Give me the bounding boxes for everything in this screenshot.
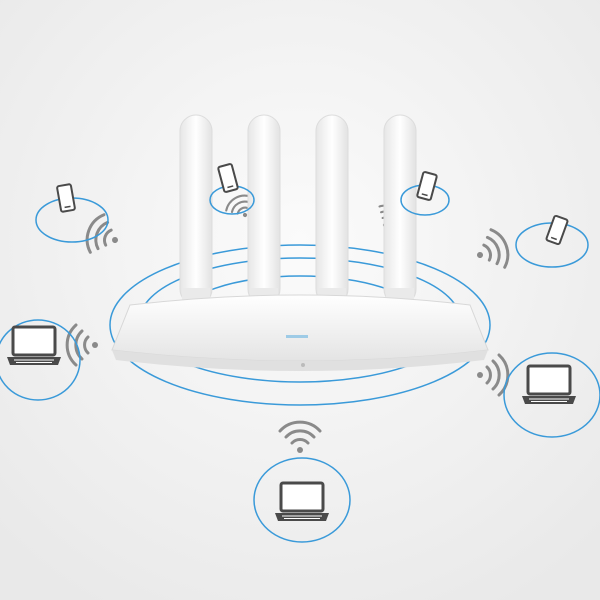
phone-device	[35, 182, 109, 243]
laptop-icon	[5, 325, 63, 367]
phone-device	[515, 214, 589, 268]
antenna	[247, 114, 281, 306]
laptop-devices	[0, 319, 600, 543]
antenna	[315, 114, 349, 306]
router-body	[111, 294, 489, 371]
antenna	[179, 114, 213, 306]
laptop-icon	[520, 364, 578, 406]
laptop-icon	[273, 481, 331, 523]
laptop-device	[253, 457, 351, 543]
laptop-device	[503, 352, 600, 438]
antenna	[383, 114, 417, 306]
phone-device	[400, 170, 450, 216]
status-led	[301, 363, 305, 367]
laptop-device	[0, 319, 81, 401]
router-antennas	[179, 114, 417, 306]
phone-device	[209, 162, 255, 215]
phone-devices	[35, 162, 589, 268]
router-logo	[286, 335, 308, 338]
